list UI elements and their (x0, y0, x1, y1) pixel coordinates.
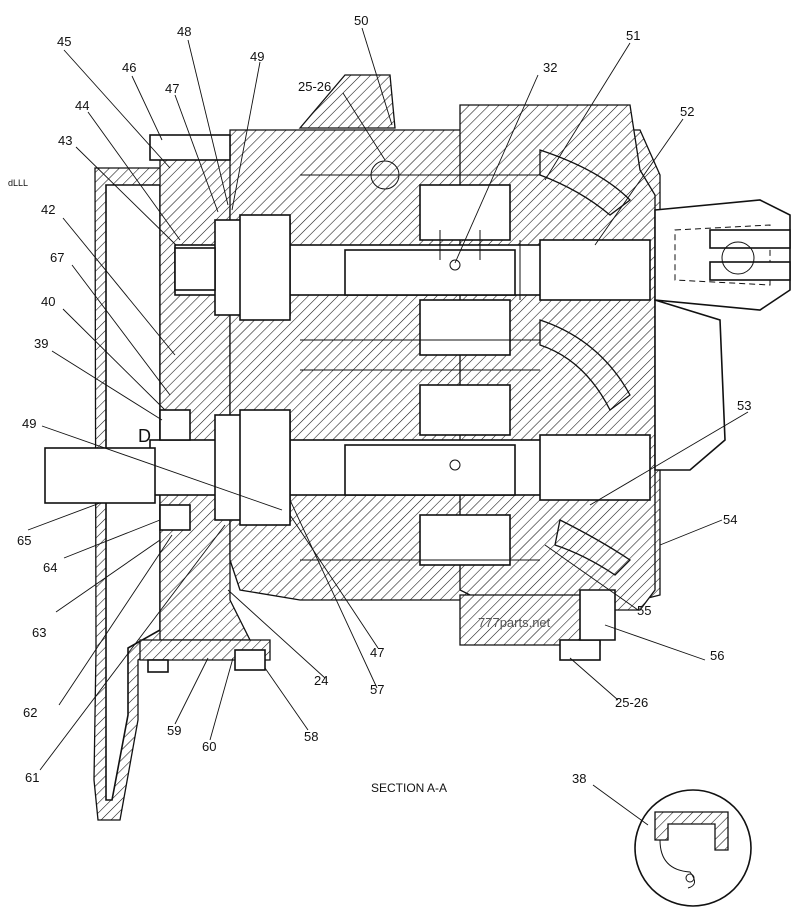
callout-56: 56 (710, 648, 724, 663)
callout-55: 55 (637, 603, 651, 618)
callout-51: 51 (626, 28, 640, 43)
callout-53: 53 (737, 398, 751, 413)
callout-44: 44 (75, 98, 89, 113)
callout-67: 67 (50, 250, 64, 265)
rotated-marking: dLLL (8, 178, 28, 188)
callout-50: 50 (354, 13, 368, 28)
callout-52: 52 (680, 104, 694, 119)
callout-43: 43 (58, 133, 72, 148)
callout-57: 57 (370, 682, 384, 697)
callout-49-mid: 49 (22, 416, 36, 431)
callout-38: 38 (572, 771, 586, 786)
callout-65: 65 (17, 533, 31, 548)
leader-lines (27, 27, 749, 826)
pump-section-drawing (44, 74, 791, 907)
callout-61: 61 (25, 770, 39, 785)
section-marker-d: D (138, 426, 151, 446)
callout-48: 48 (177, 24, 191, 39)
callout-25-26-low: 25-26 (615, 695, 648, 710)
callout-62: 62 (23, 705, 37, 720)
callout-45: 45 (57, 34, 71, 49)
callout-47-top: 47 (165, 81, 179, 96)
callout-49-top: 49 (250, 49, 264, 64)
callout-40: 40 (41, 294, 55, 309)
callout-63: 63 (32, 625, 46, 640)
callout-24: 24 (314, 673, 328, 688)
section-caption: SECTION A-A (371, 781, 447, 795)
callout-60: 60 (202, 739, 216, 754)
detail-38-view (634, 789, 752, 907)
callout-39: 39 (34, 336, 48, 351)
callout-46: 46 (122, 60, 136, 75)
callout-64: 64 (43, 560, 57, 575)
callout-32: 32 (543, 60, 557, 75)
callout-58: 58 (304, 729, 318, 744)
callout-59: 59 (167, 723, 181, 738)
callout-labels: 45 46 48 49 47 44 43 25-26 50 32 51 52 4… (17, 13, 751, 786)
callout-54: 54 (723, 512, 737, 527)
callout-47-low: 47 (370, 645, 384, 660)
callout-25-26-top: 25-26 (298, 79, 331, 94)
watermark: 777parts.net (478, 615, 551, 630)
callout-42: 42 (41, 202, 55, 217)
